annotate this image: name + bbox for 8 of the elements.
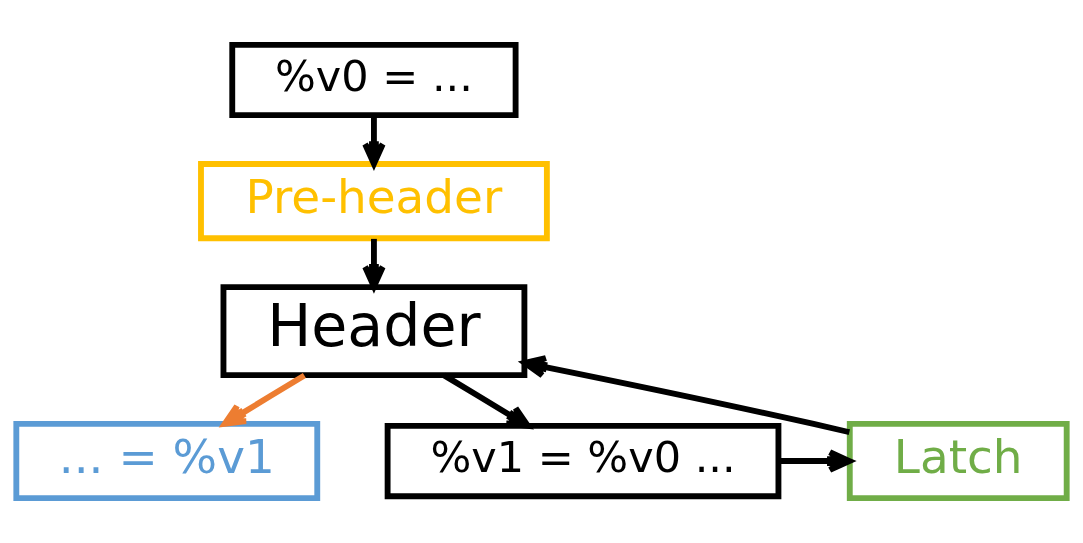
arrow — [221, 372, 306, 427]
node-box: %v1 = %v0 ... — [384, 422, 782, 500]
node-box: Pre-header — [198, 161, 550, 242]
arrow — [521, 355, 851, 436]
node-box: ... = %v1 — [13, 421, 321, 502]
node-box: Header — [220, 284, 528, 378]
node-box: Latch — [846, 421, 1070, 502]
node-box: %v0 = ... — [229, 41, 519, 119]
